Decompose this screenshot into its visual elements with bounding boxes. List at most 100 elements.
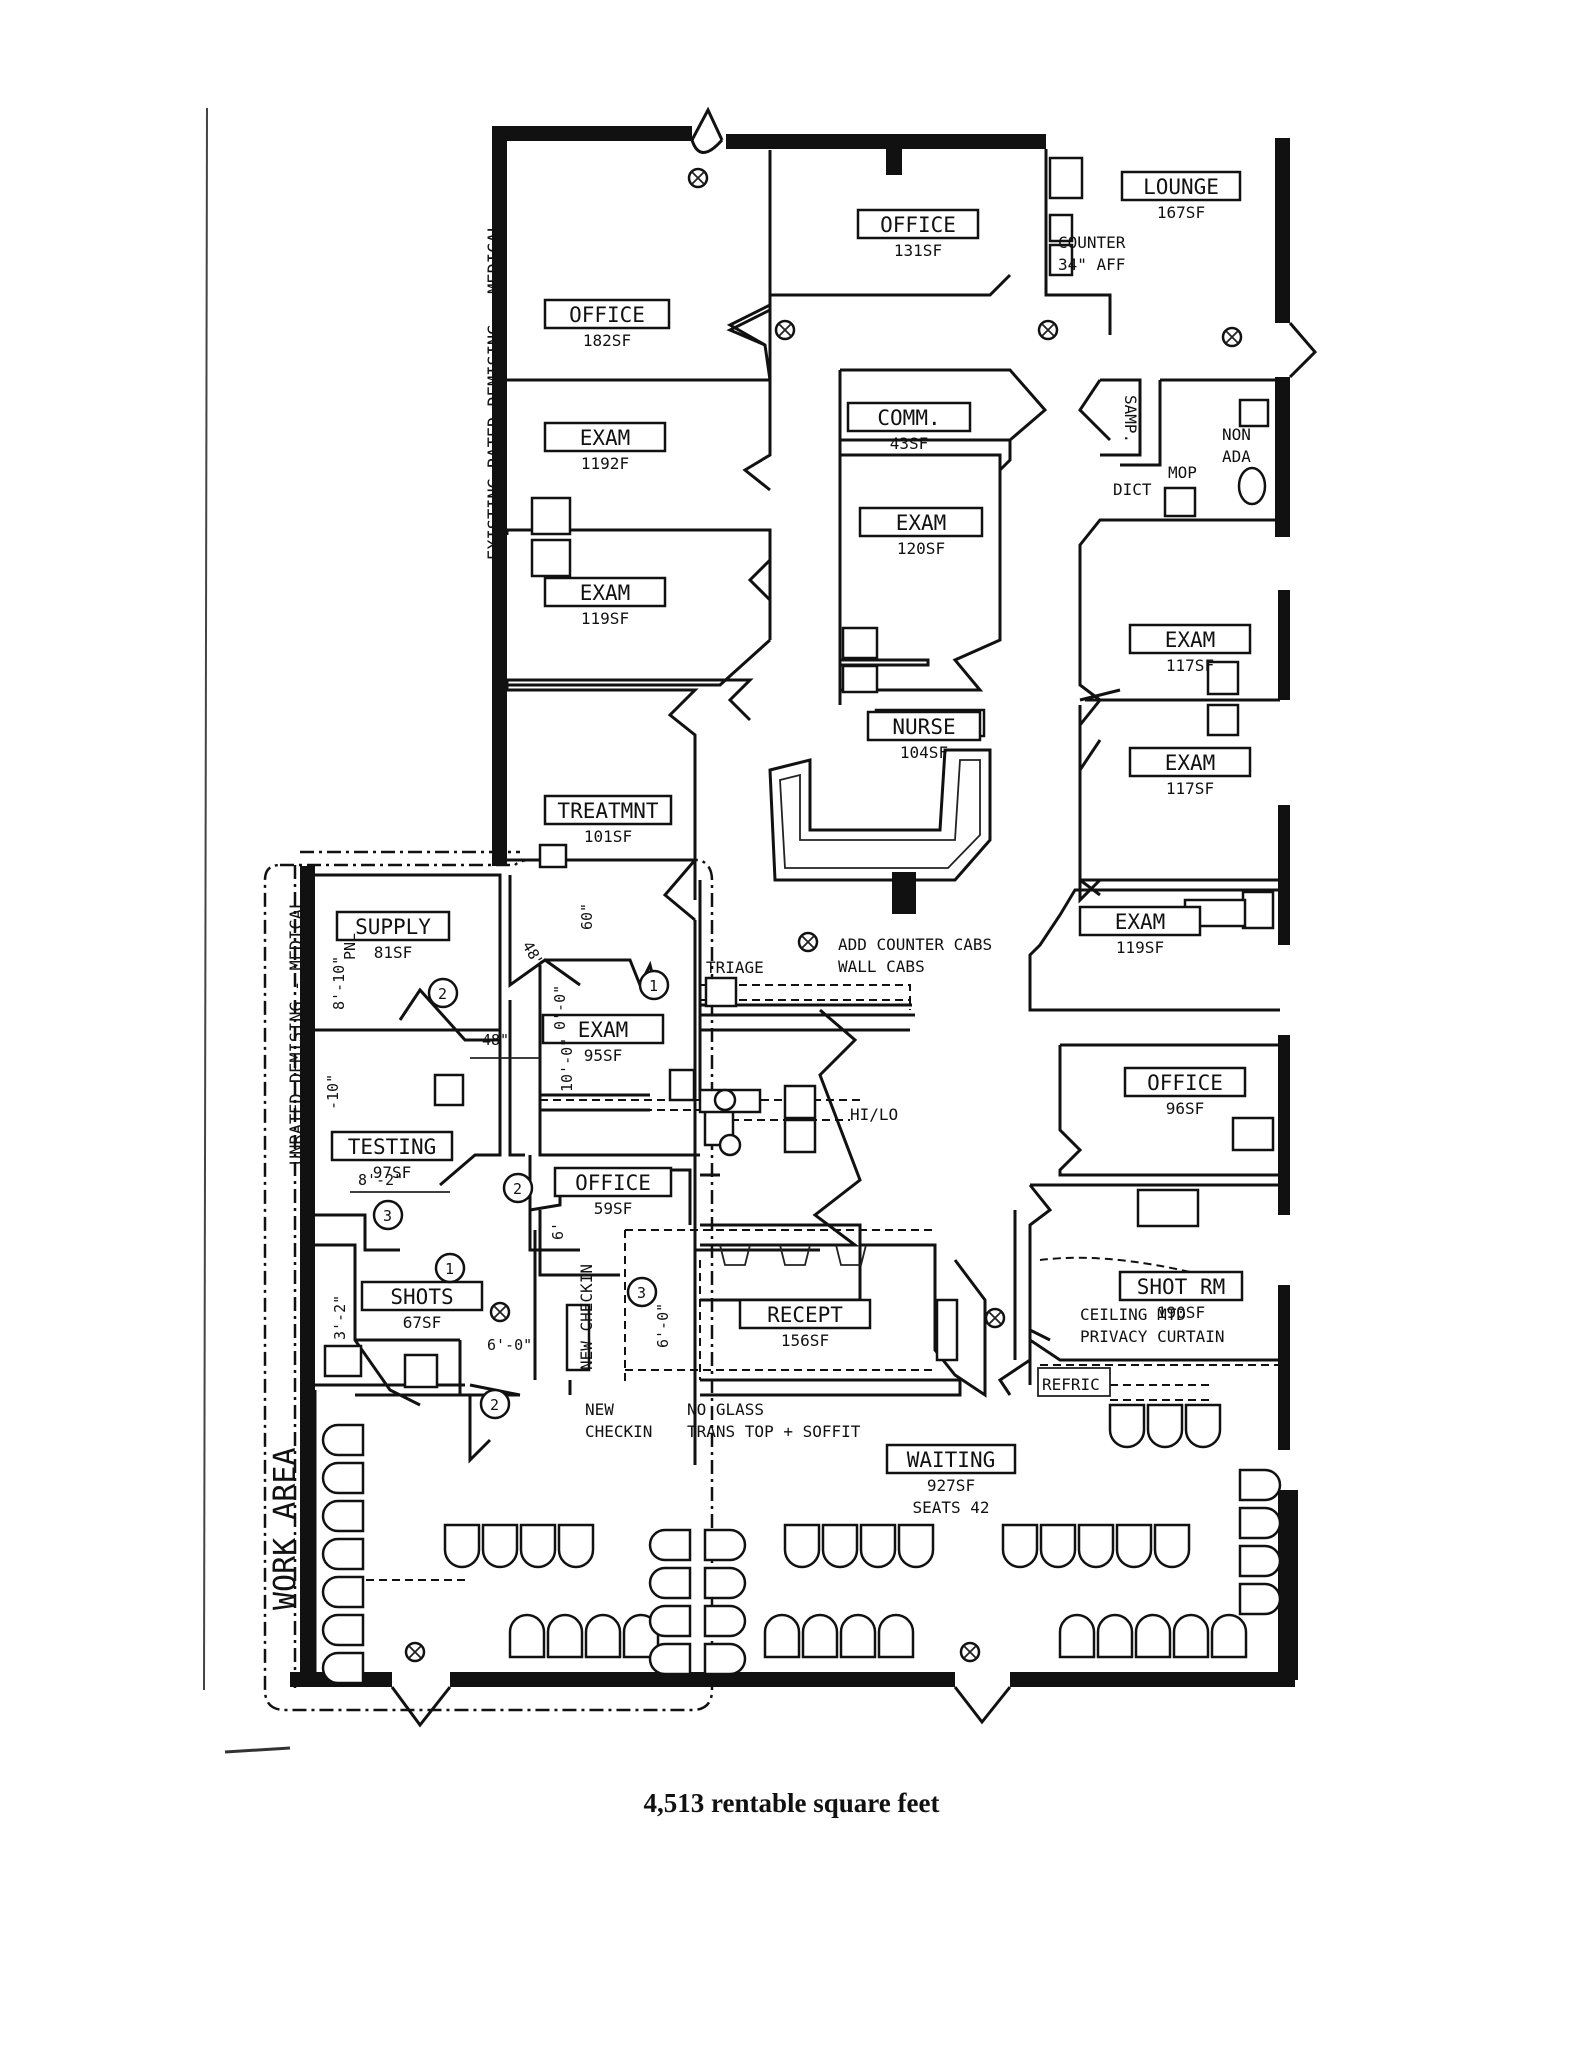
room-name-exam-center: EXAM [896, 511, 947, 535]
diffuser-cross [963, 1645, 977, 1659]
room-area-testing: 97SF [373, 1163, 412, 1182]
room-area-lounge: 167SF [1157, 203, 1205, 222]
room-extra-waiting: SEATS 42 [912, 1498, 989, 1517]
chair [801, 1613, 839, 1659]
room-area-office-nw: 182SF [583, 331, 631, 350]
chair [1153, 1523, 1191, 1569]
note-new-checkin-vertical: NEW CHECKIN [577, 1264, 596, 1370]
west-wing-walls [313, 873, 962, 1672]
room-area-exam-e3: 119SF [1116, 938, 1164, 957]
dim-pnl: PNL [341, 933, 359, 960]
room-label-box-testing [330, 1130, 454, 1162]
dim-48: 48" [482, 1031, 509, 1049]
chair [321, 1613, 365, 1647]
room-label-box-waiting [885, 1443, 1017, 1475]
scan-edge-line [203, 107, 208, 1691]
room-label-box-office-e [1123, 1066, 1247, 1098]
room-name-office-e: OFFICE [1147, 1071, 1223, 1095]
note-ceiling-mtd: CEILING MTD [1080, 1305, 1186, 1324]
room-name-exam-e3: EXAM [1115, 910, 1166, 934]
room-name-lounge: LOUNGE [1143, 175, 1219, 199]
chair [1134, 1613, 1172, 1659]
room-area-exam-e1: 117SF [1166, 656, 1214, 675]
room-area-treatment: 101SF [584, 827, 632, 846]
room-area-office-n: 131SF [894, 241, 942, 260]
marker-1b: 1 [445, 1260, 454, 1278]
dim-8-2: 8'-2" [358, 1171, 403, 1189]
room-label-box-recept [738, 1298, 872, 1330]
dim-minus-10: -10" [324, 1074, 342, 1110]
note-trans-top: TRANS TOP + SOFFIT [687, 1422, 861, 1441]
markers: 2 1 2 3 1 3 2 [372, 969, 670, 1420]
room-name-treatment: TREATMNT [557, 799, 659, 823]
chair [321, 1423, 365, 1457]
room-label-box-exam-center [858, 506, 984, 538]
diffuser-cross [988, 1311, 1002, 1325]
room-area-supply: 81SF [374, 943, 413, 962]
dim-3-2: 3'-2" [331, 1295, 349, 1340]
dim-6-0-vertical: 6'-0" [654, 1303, 672, 1348]
room-area-exam-w: 95SF [584, 1046, 623, 1065]
room-name-exam-w: EXAM [578, 1018, 629, 1042]
dim-10: 10'-0" [558, 1038, 576, 1092]
note-dict: DICT [1113, 480, 1152, 499]
diffuser-cross [691, 171, 705, 185]
room-label-box-exam-e3 [1078, 905, 1202, 937]
chair [1108, 1403, 1146, 1449]
note-samp: SAMP. [1121, 395, 1140, 443]
dim-0-0: 0'-0" [551, 985, 569, 1030]
room-name-exam-1: EXAM [580, 426, 631, 450]
room-label-box-exam-w [541, 1013, 665, 1045]
room-name-supply: SUPPLY [355, 915, 431, 939]
marker-3b: 3 [637, 1284, 646, 1302]
chair [557, 1523, 595, 1569]
chair [1238, 1468, 1282, 1502]
waiting-chairs [321, 1403, 1282, 1685]
room-area-nurse: 104SF [900, 743, 948, 762]
room-labels: OFFICE182SFOFFICE131SFLOUNGE167SFEXAM119… [330, 170, 1252, 1517]
marker-1a: 1 [649, 977, 658, 995]
rentable-area-caption: 4,513 rentable square feet [643, 1788, 940, 1818]
note-triage: TRIAGE [706, 958, 764, 977]
dim-8-10: 8'-10" [330, 956, 348, 1010]
note-ada: ADA [1222, 447, 1251, 466]
fixtures [323, 156, 1275, 1389]
note-refric: REFRIC [1042, 1375, 1100, 1394]
dimension-labels: 48" 60" 48" 0'-0" 10'-0" 8'-10" -10" 8'-… [324, 903, 672, 1354]
label-existing-demising: EXISTING RATED DEMISING - MEDICAL [485, 222, 505, 560]
note-no-glass: NO GLASS [687, 1400, 764, 1419]
chair [648, 1604, 692, 1638]
chair [877, 1613, 915, 1659]
diffuser-symbols [404, 167, 1243, 1663]
chair [648, 1566, 692, 1600]
chair [763, 1613, 801, 1659]
room-area-shot-rm: 190SF [1157, 1303, 1205, 1322]
chair [1058, 1613, 1096, 1659]
chair [703, 1604, 747, 1638]
note-non: NON [1222, 425, 1251, 444]
room-name-shot-rm: SHOT RM [1137, 1275, 1226, 1299]
room-label-box-exam-1 [543, 421, 667, 453]
scan-mark [224, 1746, 291, 1754]
diffuser-cross [493, 1305, 507, 1319]
unrated-demising-boundary [263, 850, 714, 1712]
chair [1115, 1523, 1153, 1569]
room-label-box-lounge [1120, 170, 1242, 202]
room-area-exam-2: 119SF [581, 609, 629, 628]
room-area-shots: 67SF [403, 1313, 442, 1332]
room-label-box-exam-e2 [1128, 746, 1252, 778]
room-area-comm: 43SF [890, 434, 929, 453]
room-name-shots: SHOTS [390, 1285, 453, 1309]
note-counter-height: 34" AFF [1058, 255, 1125, 274]
dim-6-0: 6'-0" [487, 1336, 532, 1354]
room-name-recept: RECEPT [767, 1303, 843, 1327]
chair [508, 1613, 546, 1659]
chair [1039, 1523, 1077, 1569]
room-label-box-shots [360, 1280, 484, 1312]
dim-48-diag: 48" [519, 938, 548, 970]
room-area-office-e: 96SF [1166, 1099, 1205, 1118]
chair [519, 1523, 557, 1569]
room-area-waiting: 927SF [927, 1476, 975, 1495]
chair [481, 1523, 519, 1569]
